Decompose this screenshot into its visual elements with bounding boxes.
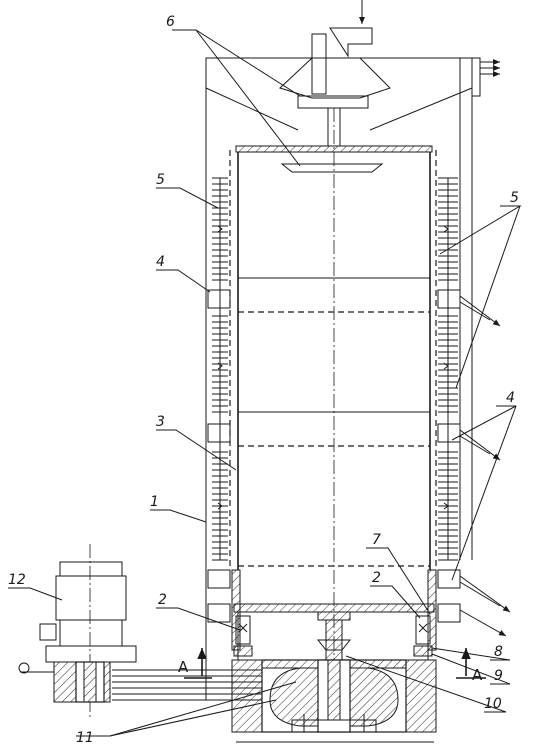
section-marker-right	[456, 648, 486, 679]
left-fin-bank	[212, 177, 228, 561]
callout-labels: 6 5 5 4 4 3 1 7 12 2 2 8 9 10 11 A A	[8, 14, 519, 746]
callout-5-left: 5	[156, 172, 165, 188]
callout-11: 11	[76, 730, 94, 746]
motor	[18, 544, 137, 720]
callout-8: 8	[494, 644, 503, 660]
callout-5-right: 5	[510, 190, 519, 206]
right-fin-bank	[438, 177, 458, 561]
callout-4-left: 4	[156, 254, 165, 270]
callout-2-left: 2	[158, 592, 167, 608]
drive-base	[231, 659, 437, 743]
drive-shafts	[112, 669, 262, 701]
fin-marker	[217, 225, 223, 233]
right-bearing	[413, 615, 433, 657]
callout-4-right: 4	[506, 390, 515, 406]
leader-lines	[8, 29, 522, 737]
fin-marker	[217, 502, 223, 510]
callout-1: 1	[150, 494, 159, 510]
callout-10: 10	[484, 696, 502, 712]
inner-column	[229, 145, 437, 570]
side-outlet-arrows	[459, 295, 511, 637]
callout-9: 9	[494, 668, 503, 684]
right-side-blocks	[437, 289, 461, 623]
section-marker-left	[184, 648, 212, 679]
callout-12: 12	[8, 572, 26, 588]
callout-3: 3	[156, 414, 165, 430]
exhaust-arrows	[480, 59, 500, 77]
callout-6: 6	[166, 14, 175, 30]
section-label-right: A	[472, 666, 483, 684]
left-side-blocks	[207, 289, 231, 623]
left-bearing	[233, 615, 253, 657]
callout-2-right: 2	[372, 570, 381, 586]
central-hub	[316, 611, 352, 661]
fin-marker	[217, 362, 223, 370]
section-label-left: A	[178, 658, 189, 676]
callout-7: 7	[372, 532, 381, 548]
fin-marker	[443, 225, 449, 233]
